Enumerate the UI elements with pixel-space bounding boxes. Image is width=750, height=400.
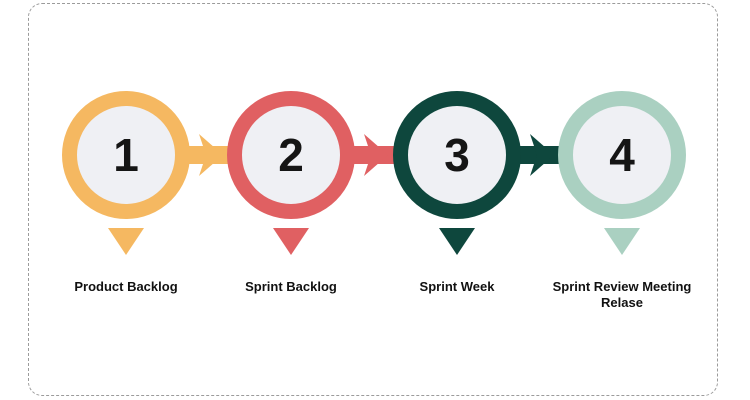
- step-label-1: Product Backlog: [74, 279, 178, 294]
- right-arrow-connector-3: [519, 134, 560, 176]
- step-label-3: Sprint Week: [419, 279, 495, 294]
- right-arrowhead-icon: [199, 134, 223, 176]
- step-label-2: Sprint Backlog: [245, 279, 337, 294]
- right-arrow-connector-2: [353, 134, 394, 176]
- step-number-2: 2: [278, 129, 304, 181]
- right-arrowhead-icon: [530, 134, 554, 176]
- step-circle-3: 3: [393, 91, 521, 219]
- right-arrow-connector-1: [188, 134, 229, 176]
- step-label-4: Sprint Review Meeting Relase: [552, 279, 692, 310]
- step-number-1: 1: [113, 129, 139, 181]
- down-triangle-shape: [273, 228, 309, 255]
- step-circle-2: 2: [227, 91, 355, 219]
- step-circle-1: 1: [62, 91, 190, 219]
- dashed-border-frame: [28, 3, 718, 396]
- step-number-3: 3: [444, 129, 470, 181]
- down-triangle-shape: [604, 228, 640, 255]
- right-arrowhead-icon: [364, 134, 388, 176]
- down-triangle-icon-1: [108, 228, 144, 255]
- down-triangle-shape: [108, 228, 144, 255]
- down-triangle-icon-2: [273, 228, 309, 255]
- down-triangle-shape: [439, 228, 475, 255]
- step-number-4: 4: [609, 129, 635, 181]
- down-triangle-icon-4: [604, 228, 640, 255]
- step-circle-4: 4: [558, 91, 686, 219]
- down-triangle-icon-3: [439, 228, 475, 255]
